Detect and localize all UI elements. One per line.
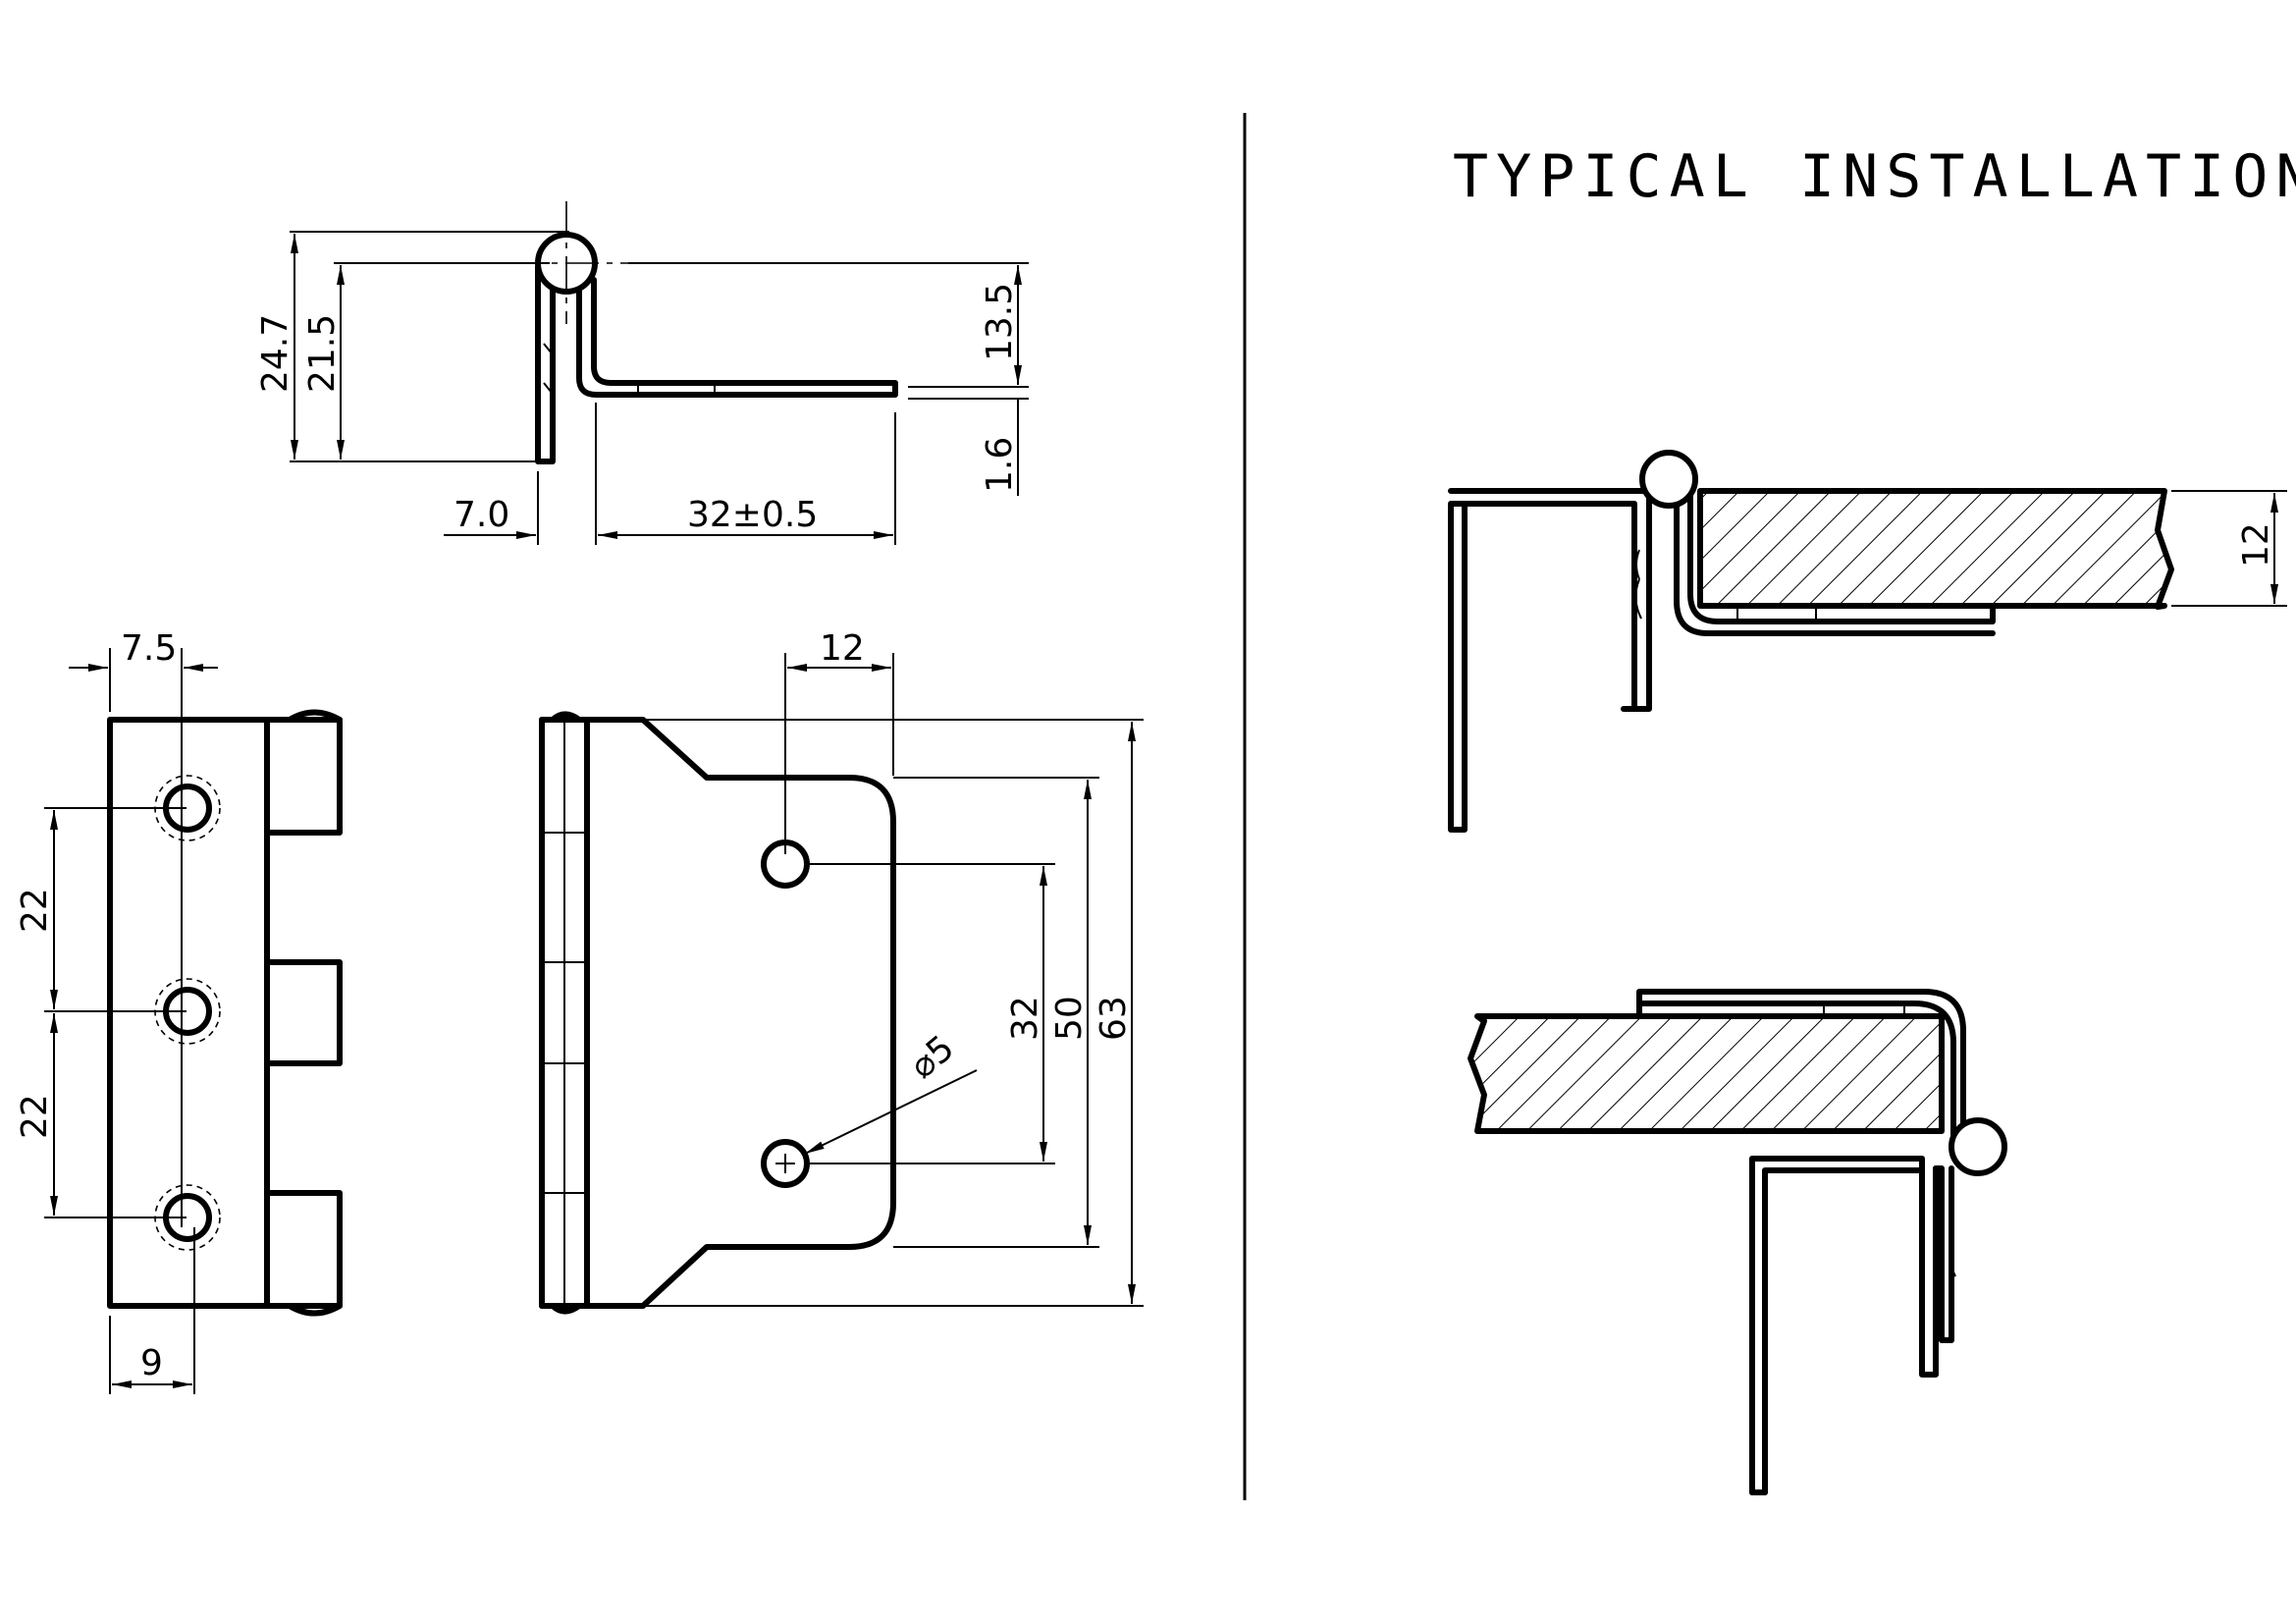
dim-edge-to-hole: 7.5	[121, 628, 177, 669]
front-view-hinge	[107, 709, 343, 1317]
top-view-profile	[510, 201, 898, 464]
side-view-hinge	[539, 711, 896, 1315]
dim-upper-gap: 13.5	[980, 283, 1020, 361]
installation-title: TYPICAL INSTALLATION	[1453, 142, 2296, 211]
installation-dimension	[2171, 490, 2287, 607]
dim-hole-pitch-upper: 22	[15, 888, 55, 933]
dim-hole-diameter: ⌀5	[902, 1028, 962, 1087]
dim-leaf-length: 32±0.5	[687, 495, 818, 535]
dim-bottom-edge-to-hole: 9	[140, 1343, 163, 1383]
top-view-dimensions	[290, 231, 1029, 545]
dim-panel-thickness: 12	[2236, 522, 2276, 568]
dim-overall-height-side: 63	[1094, 996, 1134, 1041]
dim-hole-pitch-lower: 22	[15, 1094, 55, 1139]
dim-pin-center-height: 21.5	[302, 314, 343, 393]
dim-leaf-inner-height: 50	[1049, 996, 1090, 1041]
dim-thickness: 1.6	[980, 437, 1020, 493]
side-view-dimensions	[643, 653, 1144, 1307]
front-view-dimensions	[44, 648, 218, 1394]
dim-hole-pitch: 32	[1005, 996, 1045, 1041]
dim-overall-height: 24.7	[255, 314, 295, 393]
installation-detail-lower	[1468, 989, 2007, 1495]
installation-detail-upper	[1448, 450, 2174, 833]
dim-leaf-offset: 7.0	[454, 495, 509, 535]
dim-hole-offset: 12	[820, 628, 865, 669]
